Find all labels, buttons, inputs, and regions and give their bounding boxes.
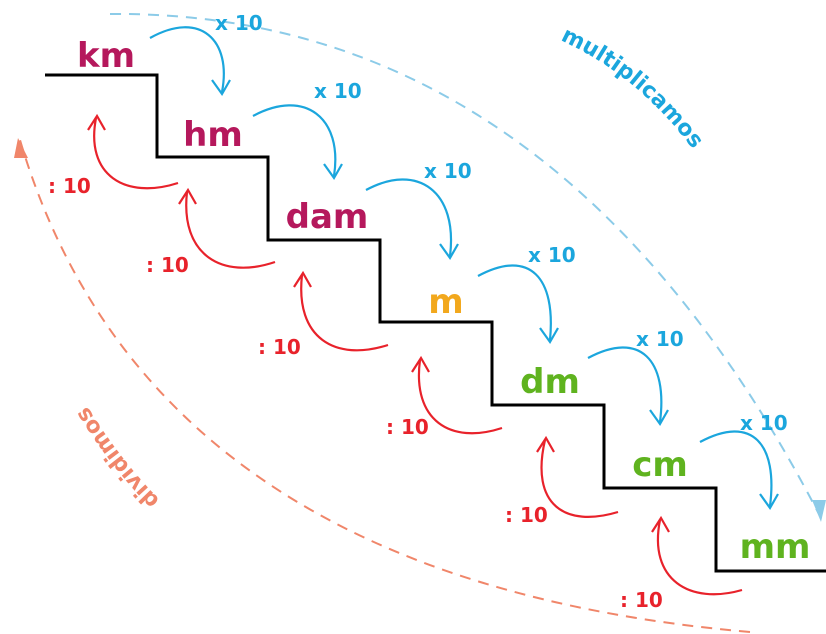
divide-arrow-dam-hm <box>185 191 276 269</box>
multiply-arrow-km-hm <box>149 26 225 93</box>
multiply-arrow-m-dm <box>477 264 552 341</box>
divide-arrowhead-m-dam <box>293 270 312 288</box>
divide-label-5: : 10 <box>505 503 548 527</box>
unit-label-dam: dam <box>286 197 369 237</box>
unit-label-km: km <box>77 36 135 76</box>
multiply-label-2: x 10 <box>314 79 362 103</box>
multiply-text: multiplicamos <box>557 23 708 153</box>
staircase-line <box>45 73 826 573</box>
divide-arrow-cm-dm <box>540 439 619 518</box>
divide-label-4: : 10 <box>386 415 429 439</box>
divide-curve <box>19 139 751 633</box>
multiply-label-4: x 10 <box>528 243 576 267</box>
multiply-label-6: x 10 <box>740 411 788 435</box>
divide-label-6: : 10 <box>620 588 663 612</box>
unit-label-cm: cm <box>632 445 688 485</box>
divide-arrowhead-dam-hm <box>178 187 197 205</box>
divide-label-3: : 10 <box>258 335 301 359</box>
multiply-arrowhead-cm-mm <box>759 493 779 511</box>
divide-label-1: : 10 <box>48 174 91 198</box>
multiply-arrow-hm-dam <box>252 104 337 177</box>
multiply-arrowhead-m-dm <box>539 327 559 345</box>
multiply-arrowhead-hm-dam <box>323 163 343 181</box>
multiply-arrow-cm-mm <box>699 430 773 507</box>
divide-arrow-dm-m <box>417 359 503 435</box>
unit-label-m: m <box>428 282 463 322</box>
divide-text: dividimos <box>71 403 164 514</box>
divide-arrow-hm-km <box>93 117 179 190</box>
divide-arrow-m-dam <box>300 274 389 352</box>
divide-arrow-mm-cm <box>657 519 743 596</box>
unit-label-hm: hm <box>183 115 243 155</box>
divide-arrowhead-dm-m <box>411 355 430 373</box>
divide-curve-arrowhead <box>14 138 28 158</box>
unit-label-mm: mm <box>740 527 811 567</box>
multiply-arrowhead-dm-cm <box>649 409 669 427</box>
multiply-curve-arrowhead <box>812 500 826 522</box>
multiply-label-3: x 10 <box>424 159 472 183</box>
unit-label-dm: dm <box>520 362 580 402</box>
divide-arrowhead-cm-dm <box>536 435 555 453</box>
multiply-arrowhead-km-hm <box>211 79 231 97</box>
multiply-arrow-dm-cm <box>587 346 663 423</box>
divide-arrowhead-hm-km <box>87 113 106 131</box>
multiply-curve <box>109 12 823 521</box>
multiply-label-1: x 10 <box>215 11 263 35</box>
multiply-arrowhead-dam-m <box>439 243 459 261</box>
multiply-label-5: x 10 <box>636 327 684 351</box>
divide-arrowhead-mm-cm <box>651 515 670 533</box>
multiply-arrow-dam-m <box>365 178 453 257</box>
divide-label-2: : 10 <box>146 253 189 277</box>
